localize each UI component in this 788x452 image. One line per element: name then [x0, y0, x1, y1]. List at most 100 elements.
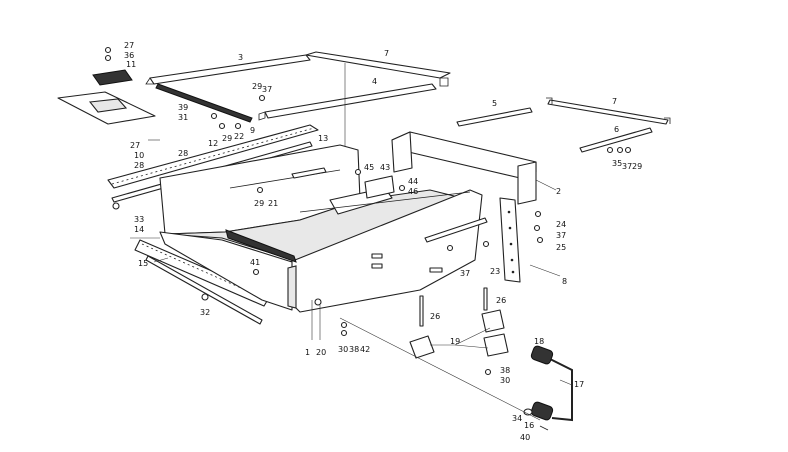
- callout-9: 9: [250, 126, 255, 135]
- rear-bumper: [391, 131, 537, 179]
- lower-rail: [145, 255, 263, 325]
- side-rack-parts: [456, 97, 671, 153]
- bumper-end-left: [391, 131, 413, 173]
- callout-39: 39: [178, 103, 188, 112]
- callout-14: 14: [134, 225, 144, 234]
- hinge-lower-right: [483, 333, 509, 357]
- callout-31: 31: [178, 113, 188, 122]
- callout-3: 3: [238, 53, 243, 62]
- callout-33: 33: [134, 215, 144, 224]
- callout-35: 35: [612, 159, 622, 168]
- bolt-short: [483, 287, 488, 311]
- callout-16: 16: [524, 421, 534, 430]
- side-slot: [291, 167, 327, 179]
- mount-plate: [364, 175, 395, 199]
- callout-42: 42: [360, 345, 370, 354]
- door-opening: [287, 265, 297, 309]
- callout-29d: 29: [632, 162, 642, 171]
- grille-screen: [92, 69, 133, 86]
- callout-7b: 7: [612, 97, 617, 106]
- fasteners: [112, 94, 632, 376]
- callout-8: 8: [562, 277, 567, 286]
- callout-21: 21: [268, 199, 278, 208]
- callout-23: 23: [490, 267, 500, 276]
- callout-40: 40: [520, 433, 530, 442]
- vent-3: [429, 267, 443, 273]
- callout-41: 41: [250, 258, 260, 267]
- vent-1: [371, 253, 383, 259]
- callout-32: 32: [200, 308, 210, 317]
- callout-25: 25: [556, 243, 566, 252]
- callout-43: 43: [380, 163, 390, 172]
- leader-lines: [130, 139, 573, 386]
- rack-clamp: [579, 127, 653, 153]
- callout-29c: 29: [254, 199, 264, 208]
- callout-4: 4: [372, 77, 377, 86]
- callout-36: 36: [124, 51, 134, 60]
- callout-26b: 26: [496, 296, 506, 305]
- callout-37a: 37: [262, 85, 272, 94]
- callout-37d: 37: [622, 162, 632, 171]
- callout-28b: 28: [134, 161, 144, 170]
- floor-ribs: [225, 229, 297, 263]
- hood-panel-cutout: [88, 98, 128, 113]
- roof-bracket-right: [439, 77, 449, 87]
- front-grille-parts: [57, 46, 253, 125]
- footrest-assembly: [339, 287, 573, 431]
- callout-29a: 29: [252, 82, 262, 91]
- callout-46: 46: [408, 187, 418, 196]
- hinge-left: [409, 335, 435, 359]
- callout-45: 45: [364, 163, 374, 172]
- callout-12: 12: [208, 139, 218, 148]
- rear-slot: [424, 217, 488, 243]
- callout-20: 20: [316, 348, 326, 357]
- roof-rail-side: [305, 51, 451, 79]
- bumper-end-right: [517, 161, 537, 205]
- canopy-frame: [145, 51, 451, 215]
- roof-rail-front: [149, 54, 311, 85]
- rear-bracket-plate: [499, 197, 521, 283]
- callout-10: 10: [134, 151, 144, 160]
- callout-13: 13: [318, 134, 328, 143]
- rear-frame: [391, 131, 537, 283]
- footrest-grip-lower: [530, 401, 554, 421]
- callout-17: 17: [574, 380, 584, 389]
- callout-19: 19: [450, 337, 460, 346]
- callout-15: 15: [138, 259, 148, 268]
- tub-floor: [164, 189, 472, 263]
- callout-26a: 26: [430, 312, 440, 321]
- callout-7a: 7: [384, 49, 389, 58]
- callout-27a: 27: [124, 41, 134, 50]
- callout-2: 2: [556, 187, 561, 196]
- hinge-upper-right: [481, 309, 505, 333]
- callout-11: 11: [126, 60, 136, 69]
- callout-30b: 30: [500, 376, 510, 385]
- side-rack-bar: [456, 107, 533, 127]
- callout-24: 24: [556, 220, 566, 229]
- callout-5: 5: [492, 99, 497, 108]
- callout-22: 22: [234, 132, 244, 141]
- callout-34: 34: [512, 414, 522, 423]
- callout-6: 6: [614, 125, 619, 134]
- seal-strip: [155, 83, 253, 123]
- callout-27b: 27: [130, 141, 140, 150]
- callout-38a: 38: [349, 345, 359, 354]
- tub-front-wall: [159, 231, 293, 311]
- bracket-hardware: [354, 168, 406, 199]
- footrest-grip-upper: [530, 345, 554, 365]
- callout-labels: 1 2 3 4 5 6 7 7 8 9 10 11 12 13 14 15 16…: [124, 41, 642, 442]
- callout-37c: 37: [460, 269, 470, 278]
- body-tub: [159, 144, 488, 313]
- washer: [104, 54, 112, 62]
- rear-rack-bar: [547, 99, 669, 125]
- callout-30a: 30: [338, 345, 348, 354]
- callout-18: 18: [534, 337, 544, 346]
- callout-28a: 28: [178, 149, 188, 158]
- callout-38b: 38: [500, 366, 510, 375]
- vent-2: [371, 263, 383, 269]
- roof-bracket-left: [145, 77, 266, 121]
- callout-29b: 29: [222, 134, 232, 143]
- step-rail-perforated: [107, 124, 319, 189]
- roof-rail-rear: [264, 83, 437, 119]
